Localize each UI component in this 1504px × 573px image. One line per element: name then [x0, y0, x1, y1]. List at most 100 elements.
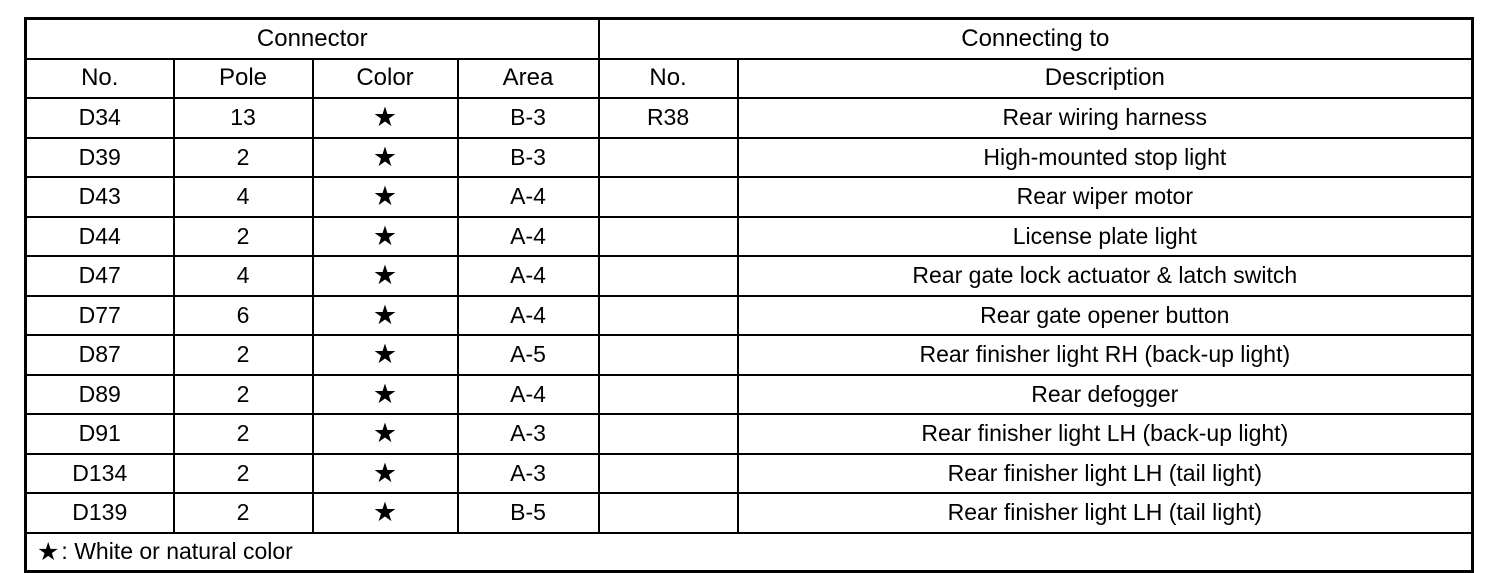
cell-description: Rear defogger	[736, 373, 1474, 415]
cell-connector-no: D34	[24, 97, 175, 139]
footnote-cell: ★: White or natural color	[24, 531, 1474, 572]
column-header-description: Description	[736, 58, 1474, 99]
cell-connector-no: D43	[24, 176, 175, 218]
footnote-row: ★: White or natural color	[24, 531, 1474, 572]
star-icon: ★	[37, 537, 60, 566]
group-header-connector: Connector	[24, 17, 600, 60]
cell-pole: 6	[172, 294, 314, 336]
cell-area: A-5	[456, 334, 600, 376]
cell-area: A-3	[456, 413, 600, 455]
cell-color: ★	[311, 334, 459, 376]
cell-pole: 2	[172, 215, 314, 257]
cell-area: A-4	[456, 373, 600, 415]
cell-pole: 2	[172, 492, 314, 534]
star-icon: ★	[372, 102, 398, 133]
star-icon: ★	[372, 260, 398, 291]
star-icon: ★	[372, 378, 398, 409]
cell-description: Rear finisher light RH (back-up light)	[736, 334, 1474, 376]
star-icon: ★	[372, 418, 398, 449]
star-icon: ★	[372, 141, 398, 172]
cell-description: Rear gate lock actuator & latch switch	[736, 255, 1474, 297]
cell-connecting-no	[597, 215, 739, 257]
cell-color: ★	[311, 176, 459, 218]
cell-description: Rear wiring harness	[736, 97, 1474, 139]
cell-connecting-no: R38	[597, 97, 739, 139]
cell-pole: 2	[172, 413, 314, 455]
cell-connector-no: D139	[24, 492, 175, 534]
cell-area: A-4	[456, 176, 600, 218]
cell-connecting-no	[597, 413, 739, 455]
cell-color: ★	[311, 97, 459, 139]
column-header-connecting-no: No.	[597, 58, 739, 99]
cell-pole: 2	[172, 452, 314, 494]
cell-connecting-no	[597, 452, 739, 494]
table-footer: ★: White or natural color	[24, 531, 1474, 572]
cell-connecting-no	[597, 136, 739, 178]
cell-area: B-3	[456, 136, 600, 178]
cell-description: License plate light	[736, 215, 1474, 257]
star-icon: ★	[372, 299, 398, 330]
group-header-row: Connector Connecting to	[24, 17, 1474, 60]
cell-connecting-no	[597, 492, 739, 534]
cell-area: B-3	[456, 97, 600, 139]
cell-color: ★	[311, 492, 459, 534]
column-header-area: Area	[456, 58, 600, 99]
cell-pole: 2	[172, 136, 314, 178]
cell-color: ★	[311, 215, 459, 257]
cell-description: Rear wiper motor	[736, 176, 1474, 218]
cell-pole: 4	[172, 176, 314, 218]
column-header-row: No. Pole Color Area No. Description	[24, 58, 1474, 99]
column-header-pole: Pole	[172, 58, 314, 99]
star-icon: ★	[372, 181, 398, 212]
column-header-connector-no: No.	[24, 58, 175, 99]
cell-color: ★	[311, 255, 459, 297]
cell-connecting-no	[597, 176, 739, 218]
star-icon: ★	[372, 457, 398, 488]
table-header: Connector Connecting to No. Pole Color A…	[24, 17, 1474, 99]
cell-area: A-4	[456, 294, 600, 336]
connector-table-container: Connector Connecting to No. Pole Color A…	[24, 17, 1475, 573]
cell-connector-no: D87	[24, 334, 175, 376]
cell-connector-no: D134	[24, 452, 175, 494]
cell-connector-no: D89	[24, 373, 175, 415]
cell-color: ★	[311, 452, 459, 494]
cell-connecting-no	[597, 334, 739, 376]
star-icon: ★	[372, 220, 398, 251]
cell-connector-no: D77	[24, 294, 175, 336]
cell-connecting-no	[597, 255, 739, 297]
cell-area: A-4	[456, 215, 600, 257]
cell-color: ★	[311, 373, 459, 415]
cell-connector-no: D44	[24, 215, 175, 257]
cell-pole: 4	[172, 255, 314, 297]
cell-description: Rear finisher light LH (tail light)	[736, 492, 1474, 534]
cell-connector-no: D39	[24, 136, 175, 178]
cell-connector-no: D91	[24, 413, 175, 455]
connector-table: Connector Connecting to No. Pole Color A…	[24, 17, 1475, 573]
cell-description: High-mounted stop light	[736, 136, 1474, 178]
footnote-text: : White or natural color	[61, 537, 293, 564]
cell-pole: 2	[172, 373, 314, 415]
cell-description: Rear gate opener button	[736, 294, 1474, 336]
cell-area: B-5	[456, 492, 600, 534]
cell-pole: 13	[172, 97, 314, 139]
cell-area: A-4	[456, 255, 600, 297]
cell-description: Rear finisher light LH (back-up light)	[736, 413, 1474, 455]
cell-pole: 2	[172, 334, 314, 376]
cell-connector-no: D47	[24, 255, 175, 297]
cell-color: ★	[311, 136, 459, 178]
cell-color: ★	[311, 413, 459, 455]
column-header-color: Color	[311, 58, 459, 99]
cell-description: Rear finisher light LH (tail light)	[736, 452, 1474, 494]
